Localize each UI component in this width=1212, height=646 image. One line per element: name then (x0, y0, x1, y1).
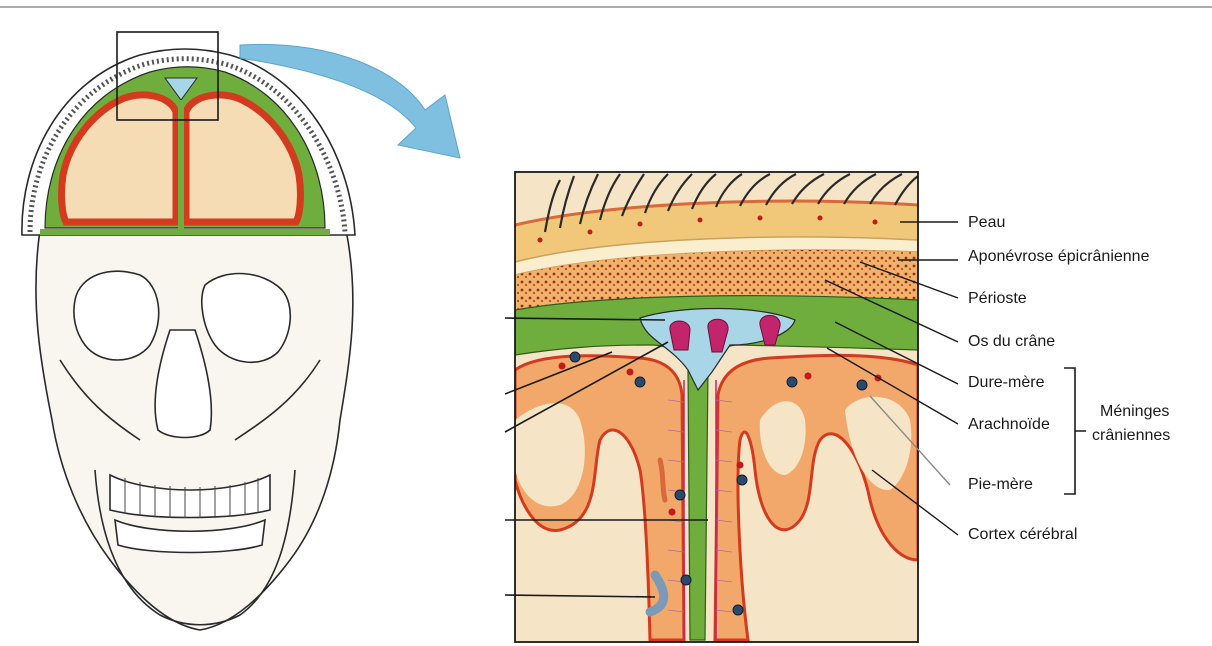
detail-section (515, 172, 918, 642)
label-pie-mere: Pie-mère (968, 476, 1033, 494)
label-aponevrose: Aponévrose épicrânienne (968, 248, 1149, 266)
label-dure-mere: Dure-mère (968, 374, 1044, 392)
label-meninges-line1: Méninges (1100, 403, 1169, 421)
label-cortex-cerebral: Cortex cérébral (968, 526, 1077, 544)
label-perioste: Périoste (968, 290, 1027, 308)
label-peau: Peau (968, 214, 1005, 232)
label-arachnoide: Arachnoïde (968, 416, 1050, 434)
left-orbit (74, 271, 159, 360)
label-meninges-line2: crâniennes (1092, 427, 1170, 445)
label-os-du-crane: Os du crâne (968, 333, 1055, 351)
meninges-bracket (1064, 368, 1086, 494)
